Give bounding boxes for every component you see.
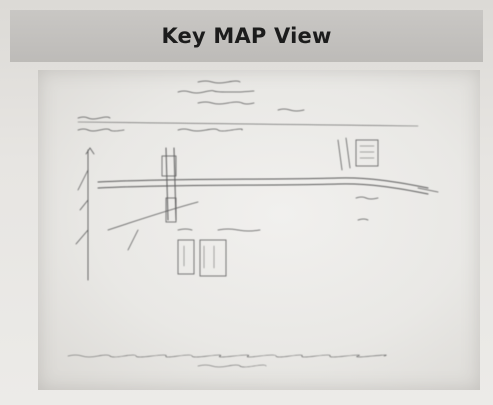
- hand-drawn-key-map-icon: [67, 80, 439, 368]
- title-band: Key MAP View: [10, 10, 483, 62]
- key-map-photo: [38, 70, 480, 390]
- slide-title: Key MAP View: [161, 24, 332, 48]
